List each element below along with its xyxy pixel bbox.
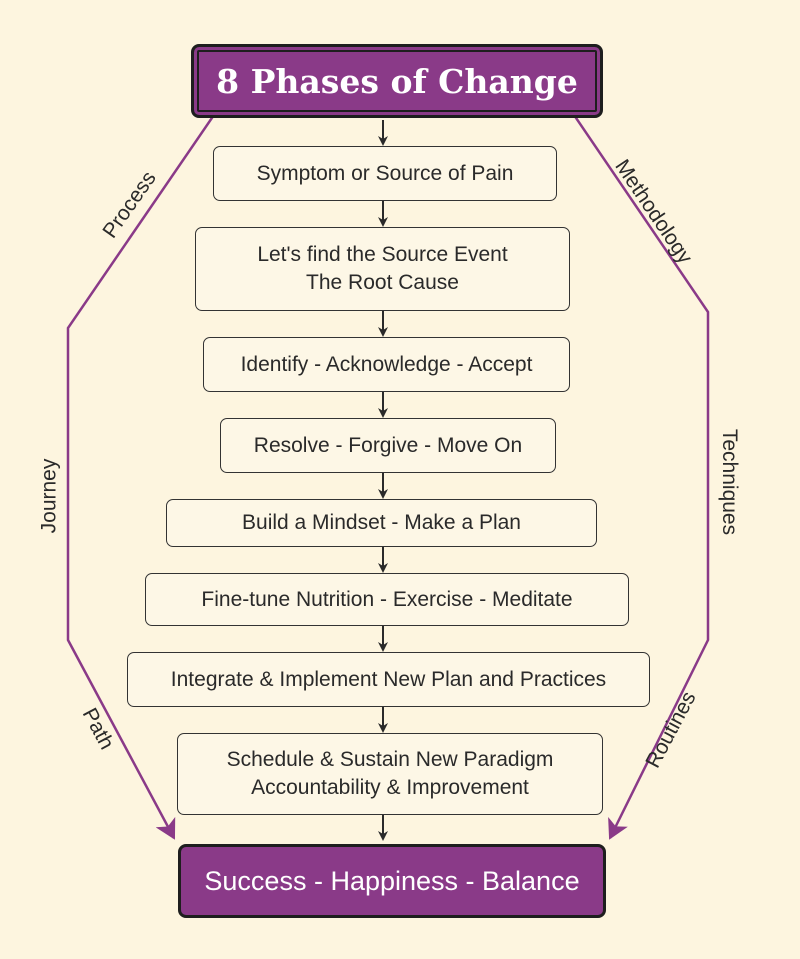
step-8-line-2: Accountability & Improvement (251, 776, 529, 799)
step-8: Schedule & Sustain New Paradigm Accounta… (177, 733, 603, 815)
left-path-line (66, 111, 218, 840)
step-4: Resolve - Forgive - Move On (220, 418, 556, 473)
step-7-line-1: Integrate & Implement New Plan and Pract… (170, 667, 607, 691)
step-2-line-2: The Root Cause (306, 271, 459, 294)
label-journey: Journey (37, 458, 61, 534)
step-3: Identify - Acknowledge - Accept (203, 337, 570, 392)
step-4-line-1: Resolve - Forgive - Move On (253, 433, 523, 457)
step-3-line-1: Identify - Acknowledge - Accept (240, 352, 533, 376)
outcome-box: Success - Happiness - Balance (178, 844, 606, 918)
step-1: Symptom or Source of Pain (213, 146, 557, 201)
step-6-line-1: Fine-tune Nutrition - Exercise - Meditat… (201, 587, 573, 611)
label-techniques: Techniques (718, 428, 742, 536)
step-2-line-1: Let's find the Source Event (257, 243, 508, 266)
step-5: Build a Mindset - Make a Plan (166, 499, 597, 547)
step-7: Integrate & Implement New Plan and Pract… (127, 652, 650, 707)
step-1-line-1: Symptom or Source of Pain (256, 161, 514, 185)
step-2: Let's find the Source Event The Root Cau… (195, 227, 570, 311)
step-8-line-1: Schedule & Sustain New Paradigm (226, 748, 554, 771)
right-path-line (570, 111, 710, 840)
diagram-title: 8 Phases of Change (191, 44, 603, 118)
step-6: Fine-tune Nutrition - Exercise - Meditat… (145, 573, 629, 626)
step-5-line-1: Build a Mindset - Make a Plan (242, 511, 521, 534)
